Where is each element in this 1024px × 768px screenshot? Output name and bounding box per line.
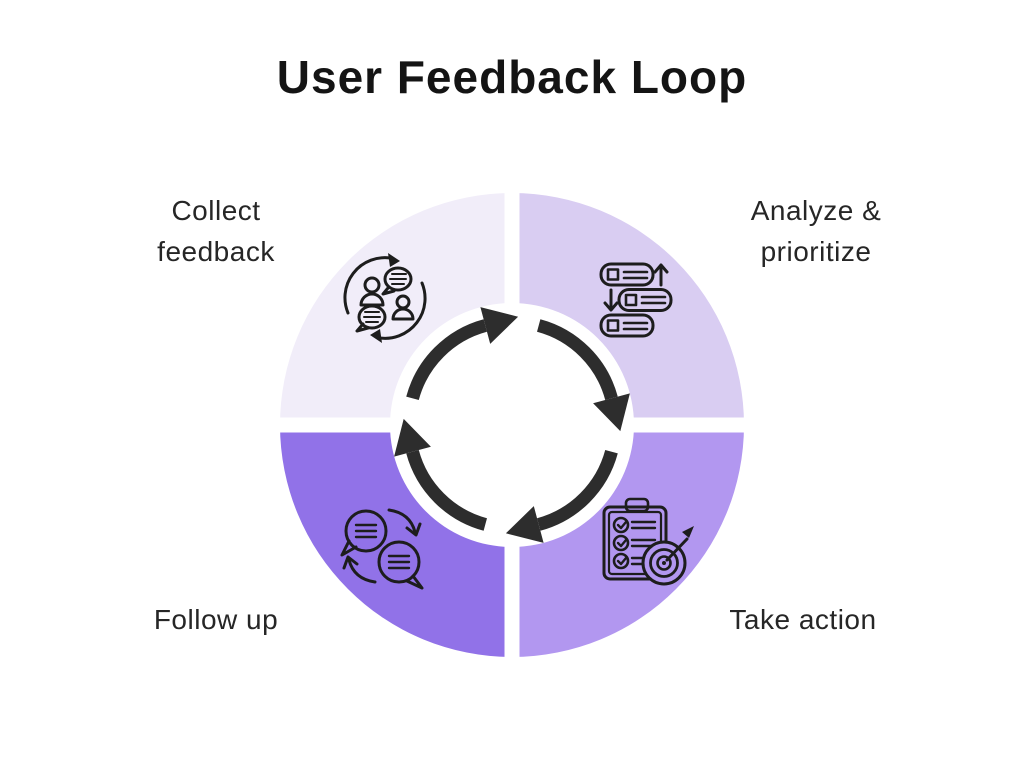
conversation-people-icon [343,253,427,343]
quadrant-label-take-action: Take action [729,604,877,635]
message-exchange-icon [340,508,424,590]
checklist-target-icon [602,497,694,586]
feedback-cycle-diagram [266,179,758,671]
quadrant-segment-collect-feedback [280,193,512,425]
page-title: User Feedback Loop [276,51,748,103]
quadrant-label-collect-feedback: Collect feedback [157,195,275,267]
prioritize-list-icon [599,262,673,338]
quadrant-label-analyze-prioritize: Analyze & prioritize [750,195,882,267]
quadrant-label-follow-up: Follow up [153,604,279,635]
